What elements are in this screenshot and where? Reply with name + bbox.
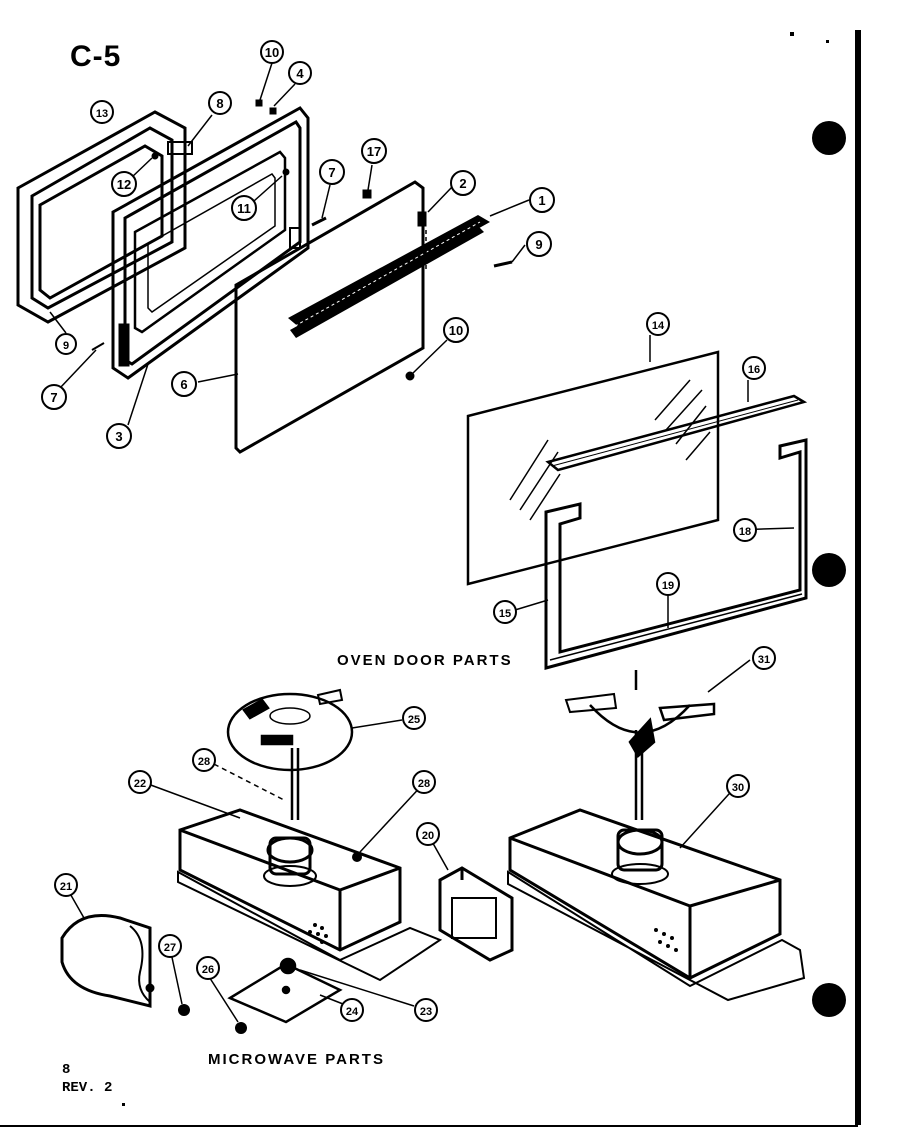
- glass-retainer-strip-16: [545, 394, 808, 472]
- svg-text:18: 18: [739, 526, 751, 538]
- callout-3: 3: [106, 423, 132, 449]
- callout-12: 12: [111, 171, 137, 197]
- svg-text:19: 19: [662, 580, 674, 592]
- callout-25: 25: [402, 706, 426, 730]
- door-handle-1: [288, 215, 490, 338]
- callout-14: 14: [646, 312, 670, 336]
- callout-18: 18: [733, 518, 757, 542]
- callouts: 10 4 8 13 12 11 7 17 2 1 9 9 7 3 6 10 14…: [41, 40, 776, 1022]
- page-title: C-5: [70, 40, 122, 73]
- callout-2: 2: [450, 170, 476, 196]
- door-inner-frame-3: [111, 106, 310, 380]
- door-hardware: [91, 99, 513, 381]
- svg-text:1: 1: [538, 193, 545, 208]
- svg-text:9: 9: [63, 340, 69, 352]
- motor-housing-22: [177, 808, 443, 982]
- svg-text:2: 2: [459, 176, 466, 191]
- svg-text:12: 12: [117, 177, 131, 192]
- callout-10b: 10: [443, 317, 469, 343]
- microwave-parts-caption: MICROWAVE PARTS: [208, 1051, 385, 1068]
- svg-text:13: 13: [96, 108, 108, 120]
- svg-text:25: 25: [408, 714, 420, 726]
- scan-specks: [122, 32, 829, 1106]
- svg-text:26: 26: [202, 964, 214, 976]
- svg-text:6: 6: [180, 377, 187, 392]
- stirrer-fan-31: [564, 670, 716, 820]
- callout-21: 21: [54, 873, 78, 897]
- fan-motor-21: [60, 914, 155, 1008]
- callout-31: 31: [752, 646, 776, 670]
- callout-28b: 28: [412, 770, 436, 794]
- svg-text:23: 23: [420, 1006, 432, 1018]
- svg-text:7: 7: [328, 165, 335, 180]
- mw-hardware: [178, 852, 362, 1034]
- svg-text:4: 4: [296, 66, 304, 81]
- binder-hole-bottom: [812, 983, 846, 1017]
- svg-text:15: 15: [499, 608, 511, 620]
- callout-7b: 7: [41, 384, 67, 410]
- motor-housing-30: [507, 808, 806, 1002]
- svg-text:31: 31: [758, 654, 770, 666]
- svg-text:10: 10: [449, 323, 463, 338]
- door-outer-panel-6: [234, 180, 425, 454]
- svg-text:28: 28: [418, 778, 430, 790]
- callout-8: 8: [208, 91, 232, 115]
- callout-15: 15: [493, 600, 517, 624]
- page-edge: [0, 30, 861, 1127]
- svg-text:14: 14: [652, 320, 665, 332]
- door-glass-14: [466, 350, 720, 586]
- svg-text:3: 3: [115, 429, 122, 444]
- svg-text:9: 9: [535, 237, 542, 252]
- callout-7: 7: [319, 159, 345, 185]
- callout-10: 10: [260, 40, 284, 64]
- callout-24: 24: [340, 998, 364, 1022]
- callout-20: 20: [416, 822, 440, 846]
- callout-19: 19: [656, 572, 680, 596]
- callout-23: 23: [414, 998, 438, 1022]
- svg-text:11: 11: [237, 201, 251, 216]
- callout-1: 1: [529, 187, 555, 213]
- svg-text:30: 30: [732, 782, 744, 794]
- svg-text:8: 8: [216, 96, 223, 111]
- svg-text:7: 7: [50, 390, 57, 405]
- callout-4: 4: [288, 61, 312, 85]
- glass-leader-lines: [514, 335, 795, 628]
- svg-text:10: 10: [265, 45, 279, 60]
- callout-17: 17: [361, 138, 387, 164]
- svg-text:22: 22: [134, 778, 146, 790]
- callout-27: 27: [158, 934, 182, 958]
- callout-22: 22: [128, 770, 152, 794]
- stirrer-fan-25: [226, 688, 354, 820]
- svg-text:24: 24: [346, 1006, 359, 1018]
- callout-16: 16: [742, 356, 766, 380]
- callout-11: 11: [231, 195, 257, 221]
- page-number: 8: [62, 1062, 71, 1078]
- door-leader-lines: [49, 62, 530, 426]
- mounting-plate-24: [227, 957, 343, 1024]
- svg-text:20: 20: [422, 830, 434, 842]
- svg-text:16: 16: [748, 364, 760, 376]
- callout-13: 13: [90, 100, 114, 124]
- callout-9b: 9: [55, 333, 77, 355]
- coupler-20: [438, 866, 514, 962]
- revision-label: REV. 2: [62, 1080, 113, 1096]
- callout-28: 28: [192, 748, 216, 772]
- svg-text:21: 21: [60, 881, 72, 893]
- oven-door-parts-caption: OVEN DOOR PARTS: [337, 652, 513, 669]
- callout-6: 6: [171, 371, 197, 397]
- binder-hole-top: [812, 121, 846, 155]
- binder-holes: [812, 121, 846, 1017]
- mw-leader-lines: [67, 659, 751, 1023]
- svg-text:17: 17: [367, 144, 381, 159]
- callout-26: 26: [196, 956, 220, 980]
- callout-30: 30: [726, 774, 750, 798]
- callout-9: 9: [526, 231, 552, 257]
- binder-hole-middle: [812, 553, 846, 587]
- svg-text:27: 27: [164, 942, 176, 954]
- svg-text:28: 28: [198, 756, 210, 768]
- glass-retainer-frame-15: [544, 438, 808, 670]
